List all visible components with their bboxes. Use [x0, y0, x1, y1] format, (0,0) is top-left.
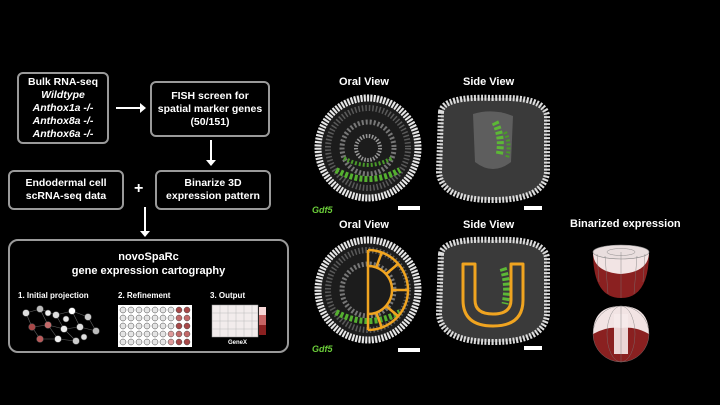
novosparc-subtitle: gene expression cartography — [71, 265, 226, 277]
grid-dot — [175, 338, 183, 346]
bulk-line-anthox6a: Anthox6a -/- — [32, 127, 94, 140]
oral-view-image-top — [314, 94, 422, 202]
step-initial-projection: 1. Initial projection — [18, 291, 89, 300]
grid-dot — [175, 306, 183, 314]
refinement-grid-graphic — [118, 305, 192, 347]
fish-line-3: (50/151) — [190, 115, 230, 128]
oral-view-image-bottom — [314, 236, 422, 344]
grid-dot — [167, 306, 175, 314]
grid-dot — [175, 322, 183, 330]
grid-dot — [167, 338, 175, 346]
grid-dot — [143, 330, 151, 338]
scrnaseq-line-2: scRNA-seq data — [25, 190, 107, 202]
grid-dot — [159, 306, 167, 314]
oral-view-label-bottom: Oral View — [339, 219, 389, 231]
grid-dot — [119, 314, 127, 322]
bulk-line-anthox8a: Anthox8a -/- — [32, 114, 94, 127]
fish-line-1: FISH screen for — [171, 89, 249, 102]
grid-dot — [143, 306, 151, 314]
grid-dot — [151, 338, 159, 346]
output-gene-label: GeneX — [228, 340, 248, 346]
output-gene-graphic — [211, 304, 266, 338]
side-view-label-bottom: Side View — [463, 219, 515, 231]
gene-label-bottom: Gdf5 — [312, 344, 333, 354]
bulk-rnaseq-box: Bulk RNA-seq Wildtype Anthox1a -/- Antho… — [17, 72, 109, 144]
scrnaseq-box: Endodermal cell scRNA-seq data — [8, 170, 124, 210]
fish-line-2: spatial marker genes — [157, 102, 263, 115]
arrow-down-icon — [140, 207, 150, 237]
oral-view-label-top: Oral View — [339, 76, 389, 88]
grid-dot — [159, 314, 167, 322]
grid-dot — [127, 322, 135, 330]
grid-dot — [159, 330, 167, 338]
grid-dot — [151, 306, 159, 314]
grid-dot — [159, 338, 167, 346]
grid-dot — [127, 338, 135, 346]
gene-label-top: Gdf5 — [312, 205, 333, 215]
step-refinement: 2. Refinement — [118, 291, 171, 300]
slide: Bulk RNA-seq Wildtype Anthox1a -/- Antho… — [0, 52, 720, 379]
grid-dot — [183, 338, 191, 346]
grid-dot — [151, 322, 159, 330]
grid-dot — [159, 322, 167, 330]
grid-dot — [175, 330, 183, 338]
grid-dot — [183, 322, 191, 330]
scale-bar — [398, 206, 420, 210]
scale-bar — [398, 348, 420, 352]
novosparc-box: novoSpaRc gene expression cartography 1.… — [8, 239, 289, 353]
grid-dot — [119, 322, 127, 330]
grid-dot — [119, 330, 127, 338]
scale-bar — [524, 206, 542, 210]
bulk-line-anthox1a: Anthox1a -/- — [32, 101, 94, 114]
grid-dot — [167, 314, 175, 322]
binarize-line-2: expression pattern — [166, 190, 260, 202]
grid-dot — [167, 322, 175, 330]
projection-network-graphic — [22, 305, 100, 345]
grid-dot — [135, 306, 143, 314]
grid-dot — [151, 330, 159, 338]
grid-dot — [167, 330, 175, 338]
bulk-rnaseq-title: Bulk RNA-seq — [27, 75, 98, 88]
bulk-line-wildtype: Wildtype — [41, 88, 85, 101]
grid-dot — [135, 322, 143, 330]
plus-sign: + — [134, 180, 144, 197]
fish-screen-box: FISH screen for spatial marker genes (50… — [150, 81, 270, 137]
arrow-right-icon — [116, 103, 146, 113]
grid-dot — [183, 306, 191, 314]
grid-dot — [135, 338, 143, 346]
grid-dot — [151, 314, 159, 322]
scrnaseq-line-1: Endodermal cell — [25, 177, 107, 189]
binarized-expression-label: Binarized expression — [570, 218, 681, 230]
grid-dot — [143, 314, 151, 322]
grid-dot — [127, 314, 135, 322]
binarize-box: Binarize 3D expression pattern — [155, 170, 271, 210]
binarize-line-1: Binarize 3D — [184, 177, 242, 189]
grid-dot — [119, 306, 127, 314]
scale-bar — [524, 346, 542, 350]
binarized-sphere-bottom — [592, 305, 650, 363]
grid-dot — [183, 314, 191, 322]
novosparc-title: novoSpaRc — [118, 251, 179, 263]
grid-dot — [143, 338, 151, 346]
binarized-sphere-top — [592, 244, 650, 298]
grid-dot — [135, 330, 143, 338]
arrow-down-icon — [206, 140, 216, 166]
step-output: 3. Output — [210, 291, 246, 300]
grid-dot — [135, 314, 143, 322]
grid-dot — [127, 306, 135, 314]
side-view-image-top — [435, 94, 550, 204]
side-view-image-bottom — [435, 236, 550, 346]
side-view-label-top: Side View — [463, 76, 515, 88]
grid-dot — [119, 338, 127, 346]
grid-dot — [143, 322, 151, 330]
grid-dot — [175, 314, 183, 322]
grid-dot — [183, 330, 191, 338]
grid-dot — [127, 330, 135, 338]
